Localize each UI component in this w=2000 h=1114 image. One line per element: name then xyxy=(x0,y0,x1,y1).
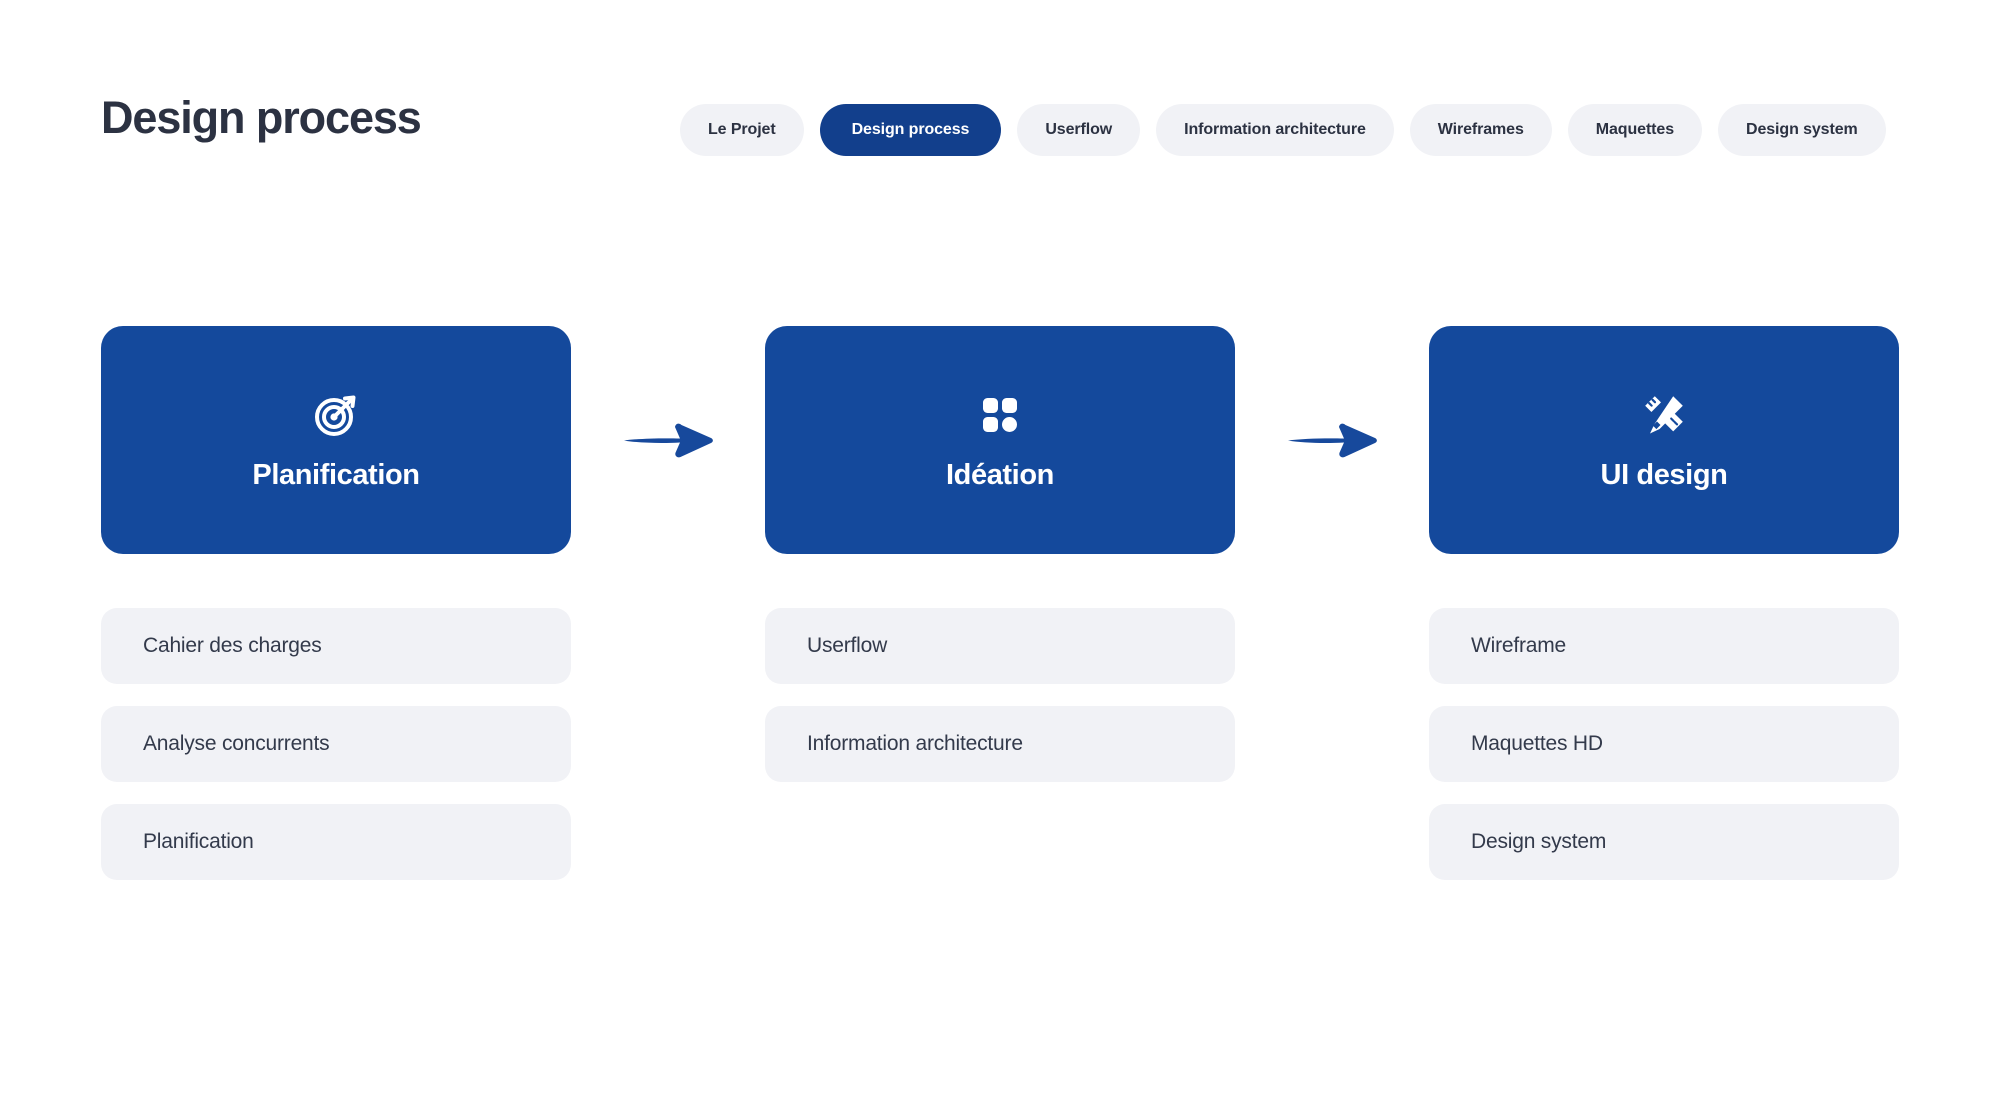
deliverables-column-ui-design: Wireframe Maquettes HD Design system xyxy=(1429,554,1899,880)
stage-column-3: UI design xyxy=(1429,326,1899,554)
nav-pill-wireframes[interactable]: Wireframes xyxy=(1409,104,1552,156)
stage-title: Planification xyxy=(252,458,420,491)
section-nav[interactable]: Le Projet Design process Userflow Inform… xyxy=(680,104,1886,156)
nav-pill-design-system[interactable]: Design system xyxy=(1718,104,1886,156)
stage-column-2: Idéation xyxy=(765,326,1235,554)
page-title: Design process xyxy=(101,92,422,143)
nav-pill-le-projet[interactable]: Le Projet xyxy=(680,104,804,156)
stage-card-planification[interactable]: Planification xyxy=(101,326,571,554)
grid-squares-icon xyxy=(976,391,1024,439)
process-diagram: Planification xyxy=(101,326,1899,880)
stage-card-ui-design[interactable]: UI design xyxy=(1429,326,1899,554)
connector-arrow-1 xyxy=(571,326,765,554)
nav-pill-userflow[interactable]: Userflow xyxy=(1017,104,1141,156)
list-item[interactable]: Maquettes HD xyxy=(1429,706,1899,782)
pencil-ruler-icon xyxy=(1640,391,1688,439)
nav-pill-maquettes[interactable]: Maquettes xyxy=(1567,104,1702,156)
list-item[interactable]: Cahier des charges xyxy=(101,608,571,684)
target-arrow-icon xyxy=(312,391,360,439)
list-item[interactable]: Userflow xyxy=(765,608,1235,684)
list-item[interactable]: Design system xyxy=(1429,804,1899,880)
deliverables-gap-2 xyxy=(1235,554,1429,880)
deliverables-column-planification: Cahier des charges Analyse concurrents P… xyxy=(101,554,571,880)
list-item[interactable]: Analyse concurrents xyxy=(101,706,571,782)
nav-pill-information-architecture[interactable]: Information architecture xyxy=(1156,104,1394,156)
deliverables-column-ideation: Userflow Information architecture xyxy=(765,554,1235,880)
stage-card-ideation[interactable]: Idéation xyxy=(765,326,1235,554)
list-item[interactable]: Planification xyxy=(101,804,571,880)
stage-title: Idéation xyxy=(946,458,1054,491)
stage-card-row: Planification xyxy=(101,326,1899,554)
connector-arrow-2 xyxy=(1235,326,1429,554)
list-item[interactable]: Wireframe xyxy=(1429,608,1899,684)
list-item[interactable]: Information architecture xyxy=(765,706,1235,782)
stage-column-1: Planification xyxy=(101,326,571,554)
deliverables-row: Cahier des charges Analyse concurrents P… xyxy=(101,554,1899,880)
deliverables-gap-1 xyxy=(571,554,765,880)
page-header: Design process Le Projet Design process … xyxy=(0,0,2000,190)
stage-title: UI design xyxy=(1600,458,1728,491)
nav-pill-design-process[interactable]: Design process xyxy=(819,104,1002,156)
